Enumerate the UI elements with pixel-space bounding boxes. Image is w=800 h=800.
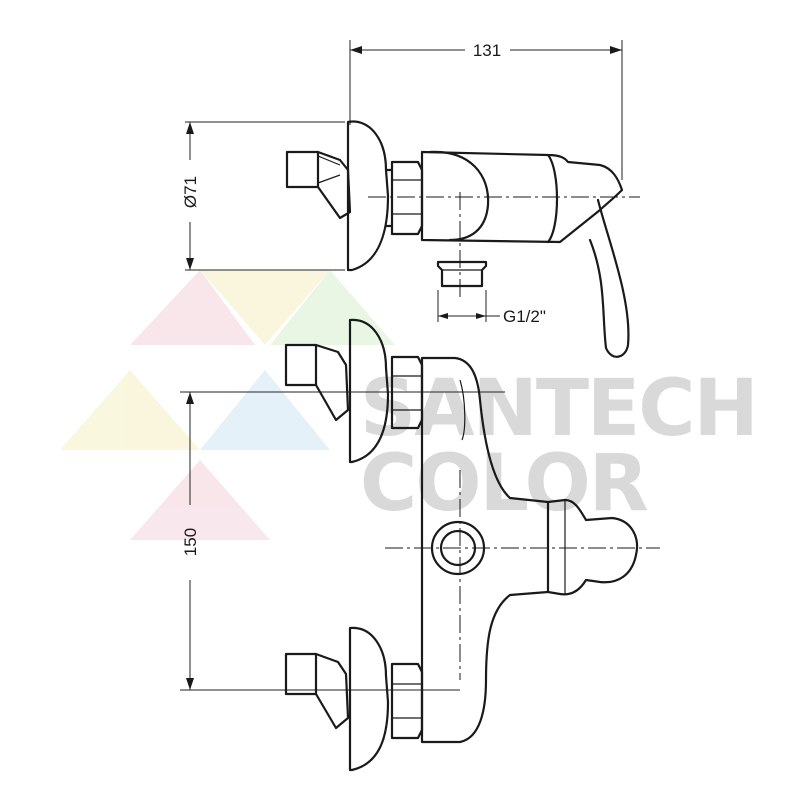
watermark-line2: COLOR bbox=[360, 439, 648, 529]
watermark-logo bbox=[60, 270, 395, 540]
width-dimension-label: 131 bbox=[473, 41, 501, 60]
thread-dimension-label: G1/2" bbox=[503, 307, 546, 326]
height-dimension-label: 150 bbox=[181, 528, 200, 556]
top-view bbox=[185, 40, 640, 358]
front-view bbox=[180, 318, 660, 772]
watermark-line1: SANTECH bbox=[360, 364, 757, 454]
diameter-dimension-label: Ø71 bbox=[181, 176, 200, 208]
